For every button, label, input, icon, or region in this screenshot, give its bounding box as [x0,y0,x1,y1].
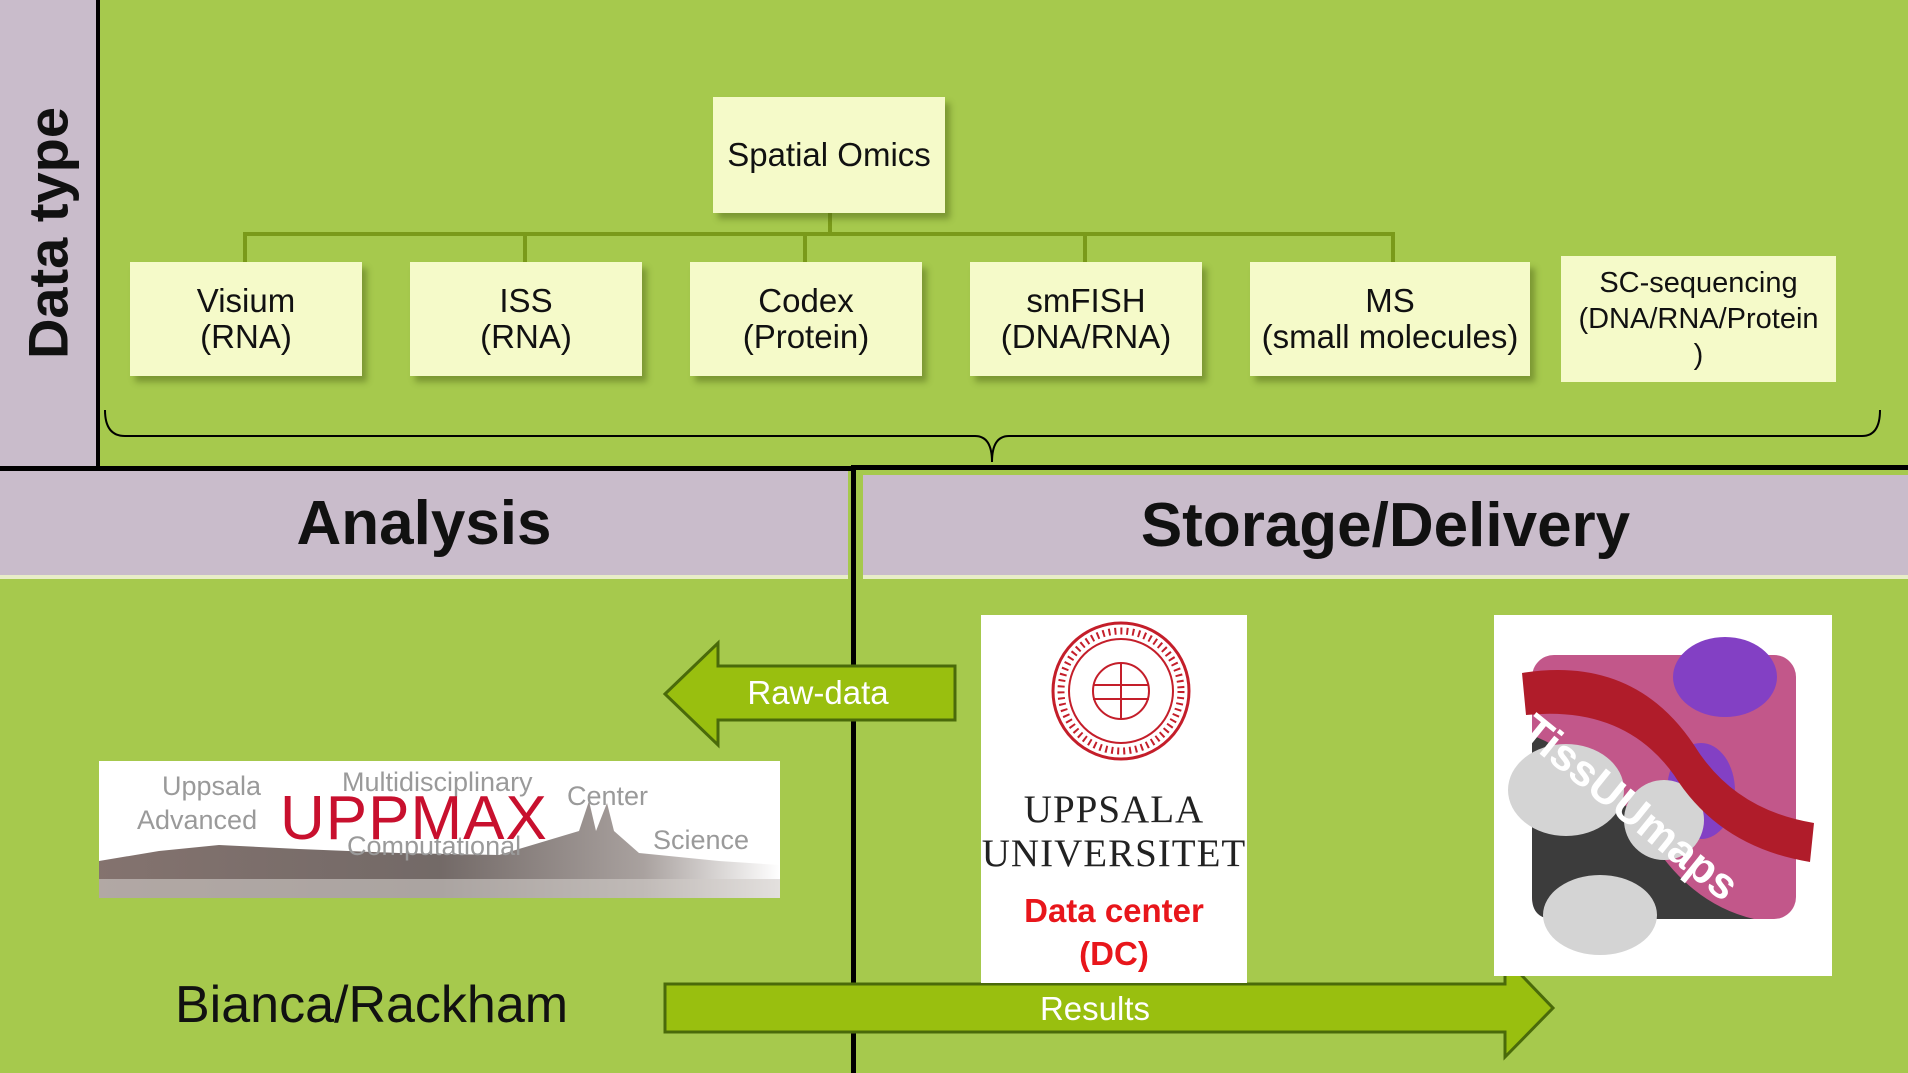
uu-data-center-logo: UPPSALA UNIVERSITET Data center (DC) [981,615,1247,983]
spatial-omics-label: Spatial Omics [727,136,931,173]
connector-ms [1391,232,1395,262]
uppmax-logo: Uppsala Advanced Multidisciplinary Cente… [99,761,780,898]
data-type-sidebar: Data type [0,0,100,466]
uppmax-word-uppsala: Uppsala [162,771,262,801]
smfish-box: smFISH (DNA/RNA) [970,262,1202,376]
visium-name: Visium [196,282,296,319]
analysis-header: Analysis [0,471,848,579]
vertical-divider [851,465,856,1073]
connector-iss [523,232,527,262]
codex-name: Codex [758,282,854,319]
smfish-type: (DNA/RNA) [1000,318,1172,355]
iss-box: ISS (RNA) [410,262,642,376]
uppmax-word-computational: Computational [347,831,522,861]
spatial-omics-box: Spatial Omics [713,97,945,213]
uppmax-word-multidisciplinary: Multidisciplinary [342,767,533,797]
codex-type: (Protein) [742,318,870,355]
uppmax-word-advanced: Advanced [137,805,258,835]
horizontal-divider-right [852,465,1908,470]
tissuumaps-logo: TissUUmaps [1494,615,1832,976]
codex-box: Codex (Protein) [690,262,922,376]
raw-data-label: Raw-data [747,674,889,711]
ms-name: MS [1365,282,1415,319]
storage-title: Storage/Delivery [1140,490,1631,560]
uu-name-line2: UNIVERSITET [981,832,1247,875]
sc-sequencing-box: SC-sequencing (DNA/RNA/Protein ) [1561,256,1836,382]
uppmax-title: UPPMAX [280,784,548,853]
iss-name: ISS [499,282,553,319]
dc-label-line1: Data center [1024,892,1204,929]
sc-sequencing-type: (DNA/RNA/Protein [1578,303,1819,335]
tree-connector-horizontal [245,232,1395,236]
storage-header: Storage/Delivery [863,475,1908,579]
visium-box: Visium (RNA) [130,262,362,376]
results-label: Results [1039,990,1151,1027]
uu-seal-icon [1051,621,1191,761]
connector-codex [803,232,807,262]
visium-type: (RNA) [200,318,292,355]
smfish-name: smFISH [1026,282,1146,319]
horizontal-divider-left [0,466,856,471]
ms-type: (small molecules) [1261,318,1519,355]
ms-box: MS (small molecules) [1250,262,1530,376]
sc-sequencing-type-end: ) [1693,339,1704,371]
uu-name-line1: UPPSALA [1023,788,1205,831]
connector-visium [243,232,247,262]
uppmax-skyline [99,801,780,898]
cluster-label: Bianca/Rackham [175,976,569,1034]
sc-sequencing-name: SC-sequencing [1599,267,1798,299]
root-connector-vertical [828,212,832,232]
iss-type: (RNA) [480,318,572,355]
analysis-title: Analysis [296,488,552,558]
uppmax-word-science: Science [653,825,750,855]
uppmax-word-center: Center [567,781,649,811]
tissuumaps-icon [1508,637,1814,955]
connector-smfish [1083,232,1087,262]
dc-label-line2: (DC) [1079,935,1149,972]
